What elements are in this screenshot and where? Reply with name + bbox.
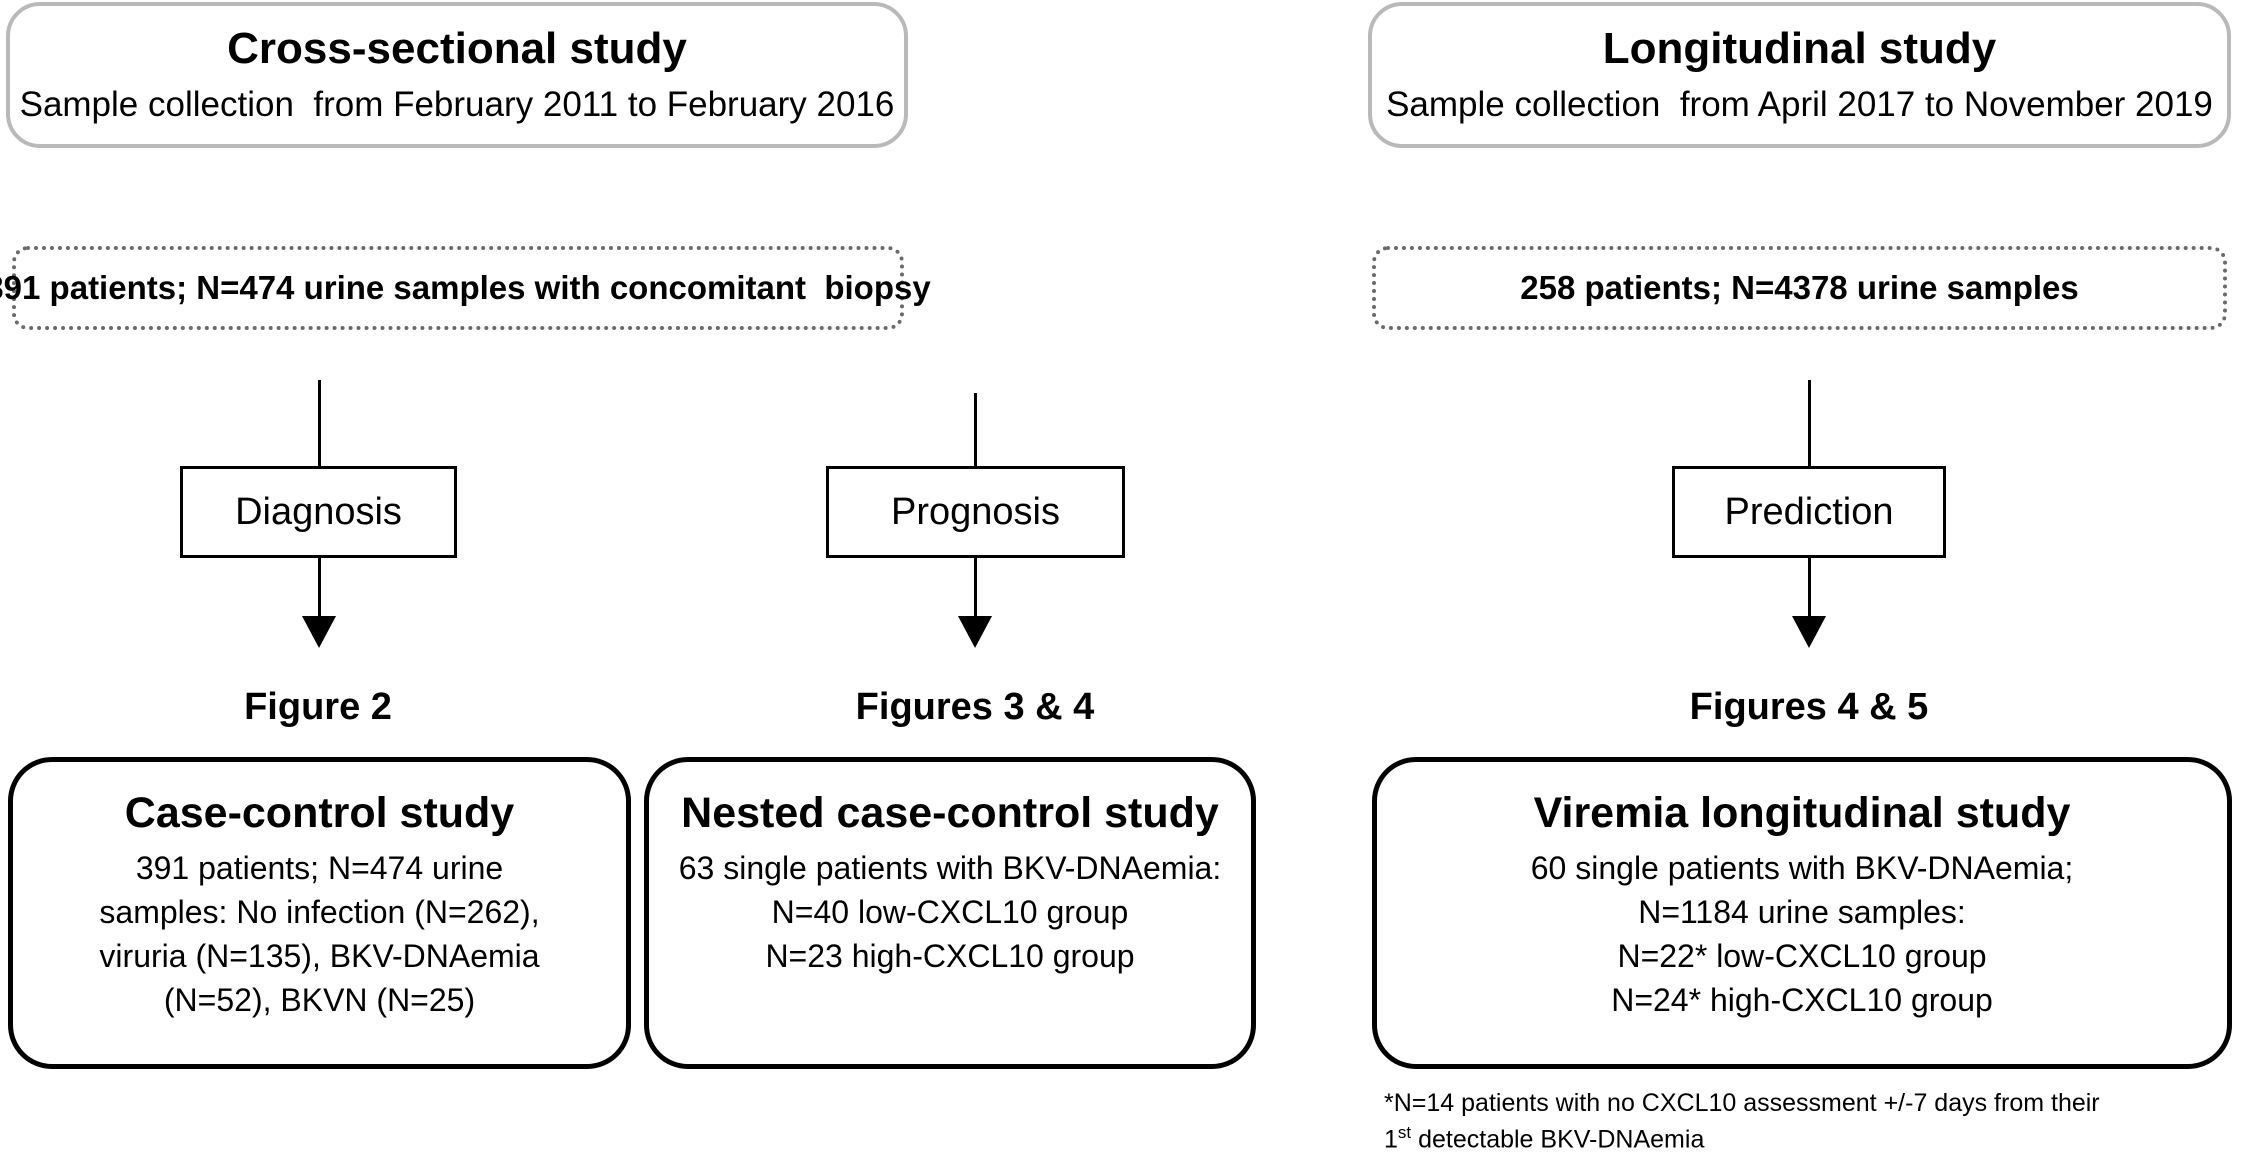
case-control-line-3: viruria (N=135), BKV-DNAemia — [99, 937, 540, 974]
footnote-line-1: *N=14 patients with no CXCL10 assessment… — [1384, 1089, 2100, 1117]
cross-sectional-study-box: Cross-sectional study Sample collection … — [6, 2, 908, 148]
footnote-line-2-sup: st — [1397, 1122, 1412, 1142]
viremia-longitudinal-study-box: Viremia longitudinal study 60 single pat… — [1372, 757, 2232, 1069]
footnote-line-2-text: detectable BKV-DNAemia — [1411, 1124, 1705, 1153]
case-control-study-box: Case-control study 391 patients; N=474 u… — [8, 757, 631, 1069]
footnote: *N=14 patients with no CXCL10 assessment… — [1384, 1086, 2254, 1156]
diagnosis-arrowhead-icon — [302, 616, 336, 648]
longitudinal-study-box: Longitudinal study Sample collection fro… — [1368, 2, 2231, 148]
case-control-line-1: 391 patients; N=474 urine — [135, 849, 504, 886]
prognosis-box: Prognosis — [826, 466, 1125, 558]
longitudinal-patients-box: 258 patients; N=4378 urine samples — [1372, 246, 2227, 330]
prognosis-label: Prognosis — [891, 490, 1060, 533]
viremia-line-4: N=24* high-CXCL10 group — [1611, 982, 1993, 1019]
prediction-box: Prediction — [1672, 466, 1946, 558]
prognosis-figure-label: Figures 3 & 4 — [855, 686, 1095, 728]
nested-case-control-line-3: N=23 high-CXCL10 group — [765, 937, 1135, 974]
longitudinal-subtitle: Sample collection from April 2017 to Nov… — [1386, 84, 2213, 124]
case-control-line-4: (N=52), BKVN (N=25) — [163, 982, 476, 1019]
prognosis-arrowhead-icon — [958, 616, 992, 648]
prediction-figure-label: Figures 4 & 5 — [1689, 686, 1929, 728]
prediction-arrowhead-icon — [1792, 616, 1826, 648]
longitudinal-title: Longitudinal study — [1602, 23, 1997, 73]
cross-sectional-patients-text: 391 patients; N=474 urine samples with c… — [0, 269, 931, 306]
viremia-line-2: N=1184 urine samples: — [1638, 893, 1966, 930]
nested-case-control-line-2: N=40 low-CXCL10 group — [771, 893, 1129, 930]
cross-sectional-patients-box: 391 patients; N=474 urine samples with c… — [0, 246, 931, 330]
diagnosis-figure-label: Figure 2 — [244, 686, 392, 728]
nested-case-control-study-title: Nested case-control study — [681, 789, 1219, 837]
viremia-longitudinal-study-title: Viremia longitudinal study — [1533, 789, 2071, 837]
cross-sectional-subtitle: Sample collection from February 2011 to … — [19, 84, 895, 124]
viremia-line-3: N=22* low-CXCL10 group — [1617, 937, 1987, 974]
cross-sectional-title: Cross-sectional study — [227, 23, 687, 73]
nested-case-control-line-1: 63 single patients with BKV-DNAemia: — [678, 849, 1222, 886]
footnote-line-2-number: 1 — [1384, 1124, 1398, 1153]
footnote-line-2: 1st detectable BKV-DNAemia — [1384, 1121, 2254, 1157]
longitudinal-patients-text: 258 patients; N=4378 urine samples — [1520, 269, 2079, 306]
case-control-study-title: Case-control study — [124, 789, 515, 837]
viremia-line-1: 60 single patients with BKV-DNAemia; — [1530, 849, 2074, 886]
prediction-label: Prediction — [1724, 490, 1894, 533]
case-control-line-2: samples: No infection (N=262), — [99, 893, 540, 930]
diagnosis-label: Diagnosis — [235, 490, 402, 533]
diagnosis-box: Diagnosis — [180, 466, 457, 558]
nested-case-control-study-box: Nested case-control study 63 single pati… — [644, 757, 1256, 1069]
